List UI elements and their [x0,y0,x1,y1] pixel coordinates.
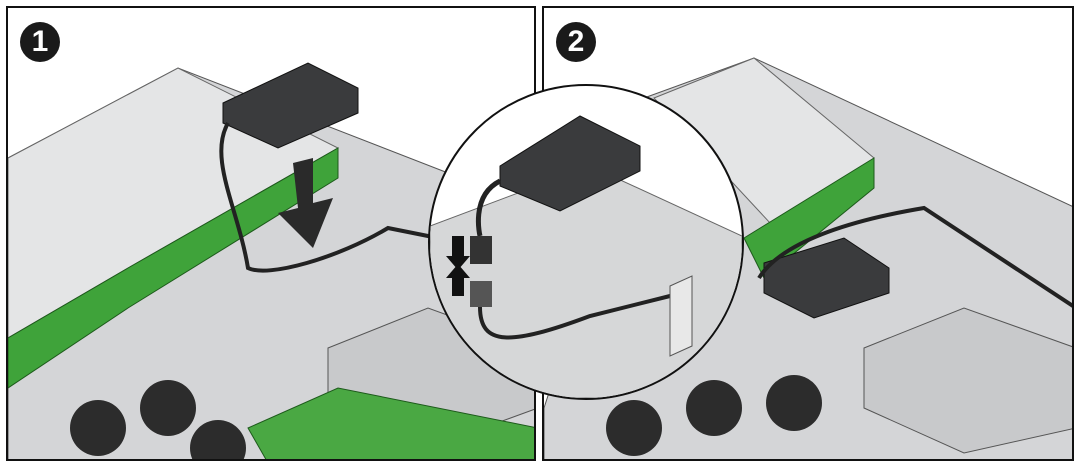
step-1-panel: 1 [6,6,536,461]
motherboard [247,387,534,459]
detail-magnifier [428,84,744,400]
battery-pack-installed [763,237,890,319]
cable-connector [470,236,492,264]
up-arrow-icon [446,264,470,296]
insert-arrow-icon [278,158,333,248]
step-number-badge: 1 [20,22,60,62]
battery-pack [222,62,359,149]
board-connector [470,281,492,307]
battery-cable [219,122,439,273]
backplane-board [8,147,339,389]
down-arrow-icon [446,236,470,270]
power-supply [863,307,1072,454]
fan-modules [70,380,246,459]
step-number-badge: 2 [556,22,596,62]
backplane-board [743,157,875,279]
step-1-illustration [8,62,534,459]
connector-detail [430,115,742,398]
battery-pack [499,115,641,212]
battery-cable [757,205,1072,308]
